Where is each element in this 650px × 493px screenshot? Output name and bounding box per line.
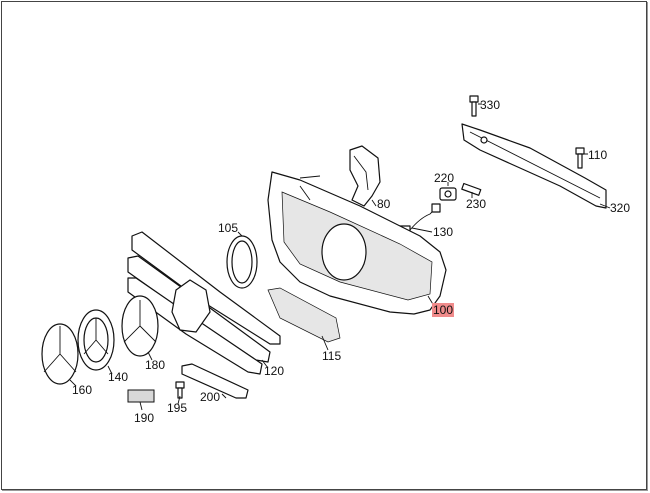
label-130[interactable]: 130 — [433, 225, 454, 239]
trim-strip-200[interactable] — [181, 363, 249, 399]
emblem-base-140[interactable] — [77, 309, 115, 371]
label-195[interactable]: 195 — [167, 401, 188, 415]
bolt-110[interactable] — [575, 147, 585, 169]
label-120[interactable]: 120 — [264, 364, 285, 378]
label-320[interactable]: 320 — [610, 201, 631, 215]
label-110[interactable]: 110 — [588, 148, 608, 162]
label-330[interactable]: 330 — [480, 98, 501, 112]
grille-100[interactable] — [267, 171, 447, 315]
label-100[interactable]: 100 — [432, 303, 455, 317]
clip-220[interactable] — [439, 187, 457, 201]
label-160[interactable]: 160 — [72, 383, 93, 397]
bracket-320[interactable] — [461, 123, 607, 209]
clip-190[interactable] — [127, 389, 155, 403]
screw-230[interactable] — [461, 182, 482, 196]
label-200[interactable]: 200 — [200, 390, 221, 404]
emblem-ring-105[interactable] — [226, 235, 258, 289]
star-emblem-180[interactable] — [121, 295, 159, 357]
label-180[interactable]: 180 — [145, 358, 166, 372]
bolt-330[interactable] — [469, 95, 479, 117]
label-230[interactable]: 230 — [466, 197, 487, 211]
label-190[interactable]: 190 — [134, 411, 155, 425]
screw-195[interactable] — [175, 381, 185, 399]
label-105[interactable]: 105 — [218, 221, 239, 235]
label-140[interactable]: 140 — [108, 370, 129, 384]
louvre-grille-120[interactable] — [127, 231, 281, 375]
label-80[interactable]: 80 — [377, 197, 391, 211]
star-emblem-160[interactable] — [41, 323, 79, 385]
label-220[interactable]: 220 — [434, 171, 455, 185]
label-115[interactable]: 115 — [322, 349, 342, 363]
sensor-bracket-80[interactable] — [349, 145, 381, 207]
mesh-insert-115[interactable] — [267, 287, 341, 343]
